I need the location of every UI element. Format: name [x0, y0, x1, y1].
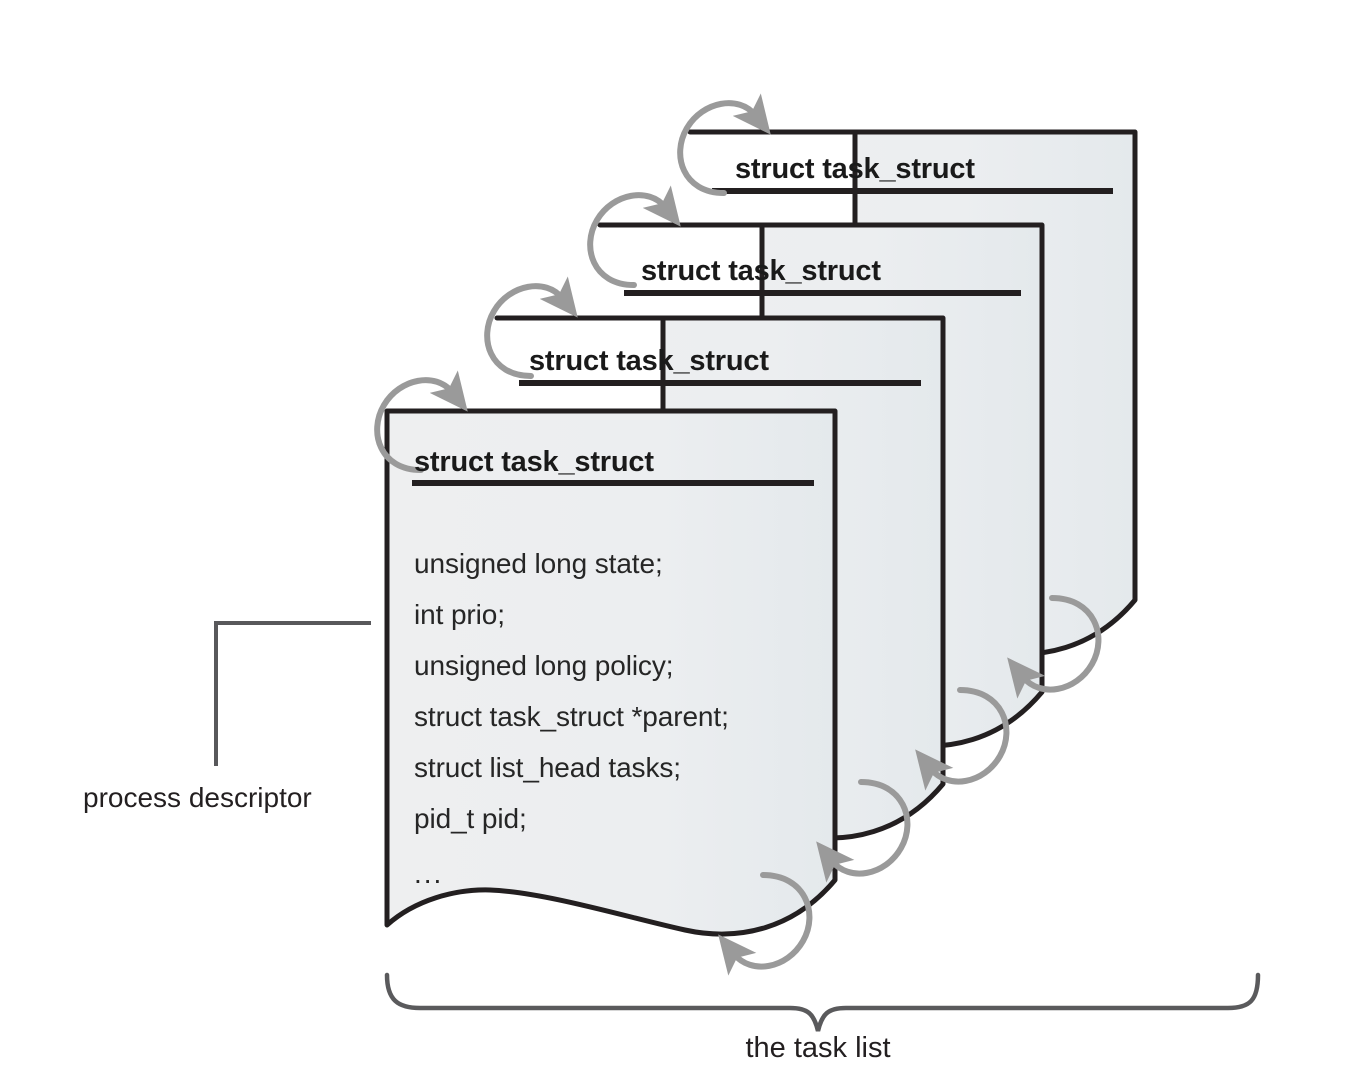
forward-arrow-4: [677, 93, 771, 196]
process-descriptor-leader: [214, 621, 371, 766]
card-2-title: struct task_struct: [529, 345, 769, 377]
card-1-field-pid: pid_t pid;: [414, 803, 527, 834]
backward-arrow-1: [1007, 595, 1102, 699]
card-1-field-parent: struct task_struct *parent;: [414, 701, 729, 732]
forward-arrow-1: [374, 370, 468, 473]
backward-arrow-2: [915, 687, 1010, 791]
card-3-title: struct task_struct: [641, 255, 881, 287]
card-1-field-state: unsigned long state;: [414, 548, 663, 579]
backward-arrow-3: [816, 779, 911, 883]
task-list-caption: the task list: [745, 1032, 891, 1064]
card-1-field-policy: unsigned long policy;: [414, 650, 674, 681]
forward-arrow-2: [484, 276, 578, 379]
task-list-brace: [384, 972, 1261, 1032]
card-1-shape: [384, 408, 838, 937]
card-1-field-prio: int prio;: [414, 599, 505, 630]
card-1-field-ellipsis: ...: [414, 858, 444, 889]
process-descriptor-label: process descriptor: [83, 782, 312, 813]
forward-arrow-3: [587, 185, 681, 288]
card-1-field-tasks: struct list_head tasks;: [414, 752, 681, 783]
card-4-title: struct task_struct: [735, 153, 975, 185]
backward-arrow-4: [718, 872, 813, 976]
card-1-title: struct task_struct: [414, 446, 654, 478]
